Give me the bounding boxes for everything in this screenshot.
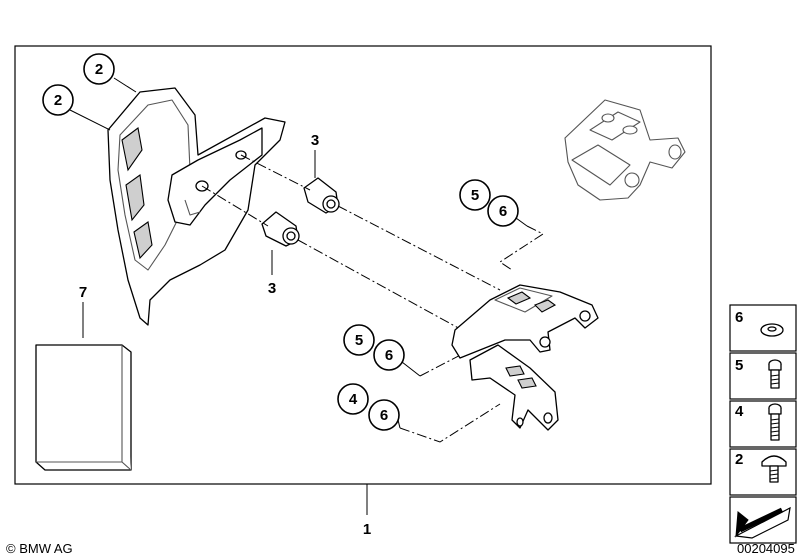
callout-6-top: 6 [487, 195, 528, 227]
callout-3-bottom: 3 [268, 250, 276, 297]
svg-text:5: 5 [355, 332, 363, 349]
manual-part [35, 302, 132, 471]
svg-text:5: 5 [735, 357, 743, 374]
callout-2-left: 2 [42, 84, 111, 131]
callout-5-mid: 5 [343, 324, 375, 356]
svg-text:3: 3 [311, 132, 319, 149]
mounting-bracket-lower [469, 344, 559, 431]
copyright-text: © BMW AG [6, 541, 73, 556]
callout-6-mid: 6 [373, 339, 421, 377]
svg-text:2: 2 [735, 451, 743, 468]
legend-panel: 6 5 4 [729, 304, 797, 544]
bushing-upper [303, 177, 340, 214]
assembly-lines [201, 154, 545, 443]
main-frame [14, 45, 712, 485]
callout-2-top: 2 [83, 53, 137, 93]
pan-head-screw-icon [761, 455, 787, 483]
svg-text:1: 1 [363, 521, 371, 538]
svg-text:6: 6 [385, 347, 393, 364]
legend-item-2: 2 [735, 451, 787, 483]
svg-text:6: 6 [380, 407, 388, 424]
callout-6-bottom: 6 [368, 399, 401, 431]
bracket-cover-part [107, 87, 286, 326]
clamp-bracket-part [564, 99, 686, 201]
callout-7: 7 [79, 284, 87, 301]
mounting-bracket-upper [451, 284, 599, 359]
callout-5-top: 5 [459, 179, 491, 211]
svg-text:5: 5 [471, 187, 479, 204]
bushing-lower [261, 211, 300, 247]
svg-text:4: 4 [735, 403, 744, 420]
direction-arrow-icon [734, 506, 791, 539]
washer-icon [760, 323, 784, 337]
diagram-number: 00204095 [737, 541, 795, 556]
legend-item-6: 6 [735, 309, 784, 337]
svg-text:4: 4 [349, 391, 358, 408]
svg-text:6: 6 [499, 203, 507, 220]
long-screw-icon [768, 403, 782, 441]
short-screw-icon [768, 359, 782, 389]
svg-text:3: 3 [268, 280, 276, 297]
callout-4-bottom: 4 [337, 383, 369, 415]
svg-text:2: 2 [95, 61, 103, 78]
callout-1: 1 [363, 484, 371, 538]
svg-text:6: 6 [735, 309, 743, 326]
callout-3-top: 3 [311, 132, 319, 178]
svg-text:7: 7 [79, 284, 87, 301]
legend-item-5: 5 [735, 357, 782, 389]
legend-item-4: 4 [735, 403, 782, 441]
svg-text:2: 2 [54, 92, 62, 109]
